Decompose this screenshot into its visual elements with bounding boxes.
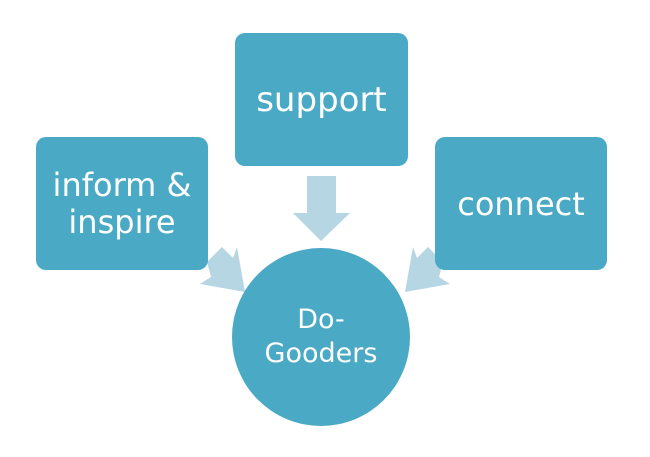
inform-inspire-box: inform & inspire — [36, 137, 208, 270]
support-label: support — [256, 79, 387, 120]
do-gooders-label: Do- Gooders — [264, 304, 378, 369]
support-box: support — [235, 33, 408, 166]
inform-inspire-label: inform & inspire — [52, 165, 192, 241]
do-gooders-circle: Do- Gooders — [232, 248, 410, 426]
connect-label: connect — [457, 184, 585, 223]
arrow-down-icon — [293, 176, 350, 241]
connect-box: connect — [435, 137, 607, 270]
